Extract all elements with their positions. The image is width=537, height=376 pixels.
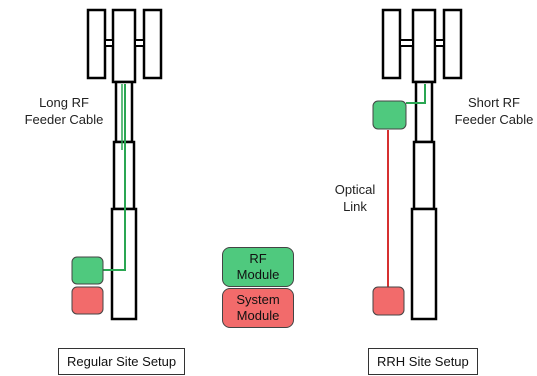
regular-antenna-connector-right xyxy=(134,39,145,47)
regular-antenna-left-panel xyxy=(86,8,107,80)
rrh-site-tower xyxy=(381,8,463,321)
rrh-antenna-connector-left xyxy=(399,39,414,47)
rrh-antenna-center-panel xyxy=(411,8,437,84)
rrh-mast-bottom-section xyxy=(410,207,438,321)
rrh-site-setup-caption: RRH Site Setup xyxy=(368,348,478,375)
rrh-antenna-left-panel xyxy=(381,8,402,80)
short-rf-feeder-cable xyxy=(406,84,426,104)
rrh-antenna-connector-right xyxy=(434,39,445,47)
regular-rf-module xyxy=(71,256,104,285)
regular-antenna-center-panel xyxy=(111,8,137,84)
regular-antenna-connector-left xyxy=(104,39,114,47)
legend-rf-module: RF Module xyxy=(222,247,294,287)
regular-antenna-right-panel xyxy=(142,8,163,80)
rrh-antenna-right-panel xyxy=(442,8,463,80)
rrh-rf-module xyxy=(372,100,407,130)
long-rf-feeder-cable-label: Long RF Feeder Cable xyxy=(24,95,104,127)
optical-link-label: Optical Link xyxy=(334,182,376,214)
regular-site-setup-caption: Regular Site Setup xyxy=(58,348,186,375)
legend-system-module-label: System Module xyxy=(236,292,280,323)
legend-rf-module-label: RF Module xyxy=(236,251,280,282)
legend-system-module: System Module xyxy=(222,288,294,328)
long-rf-feeder-cable xyxy=(103,84,126,271)
short-rf-feeder-cable-label: Short RF Feeder Cable xyxy=(454,95,534,127)
rrh-system-module xyxy=(372,286,405,316)
rrh-mast-middle-section xyxy=(412,140,436,211)
regular-system-module xyxy=(71,286,104,315)
